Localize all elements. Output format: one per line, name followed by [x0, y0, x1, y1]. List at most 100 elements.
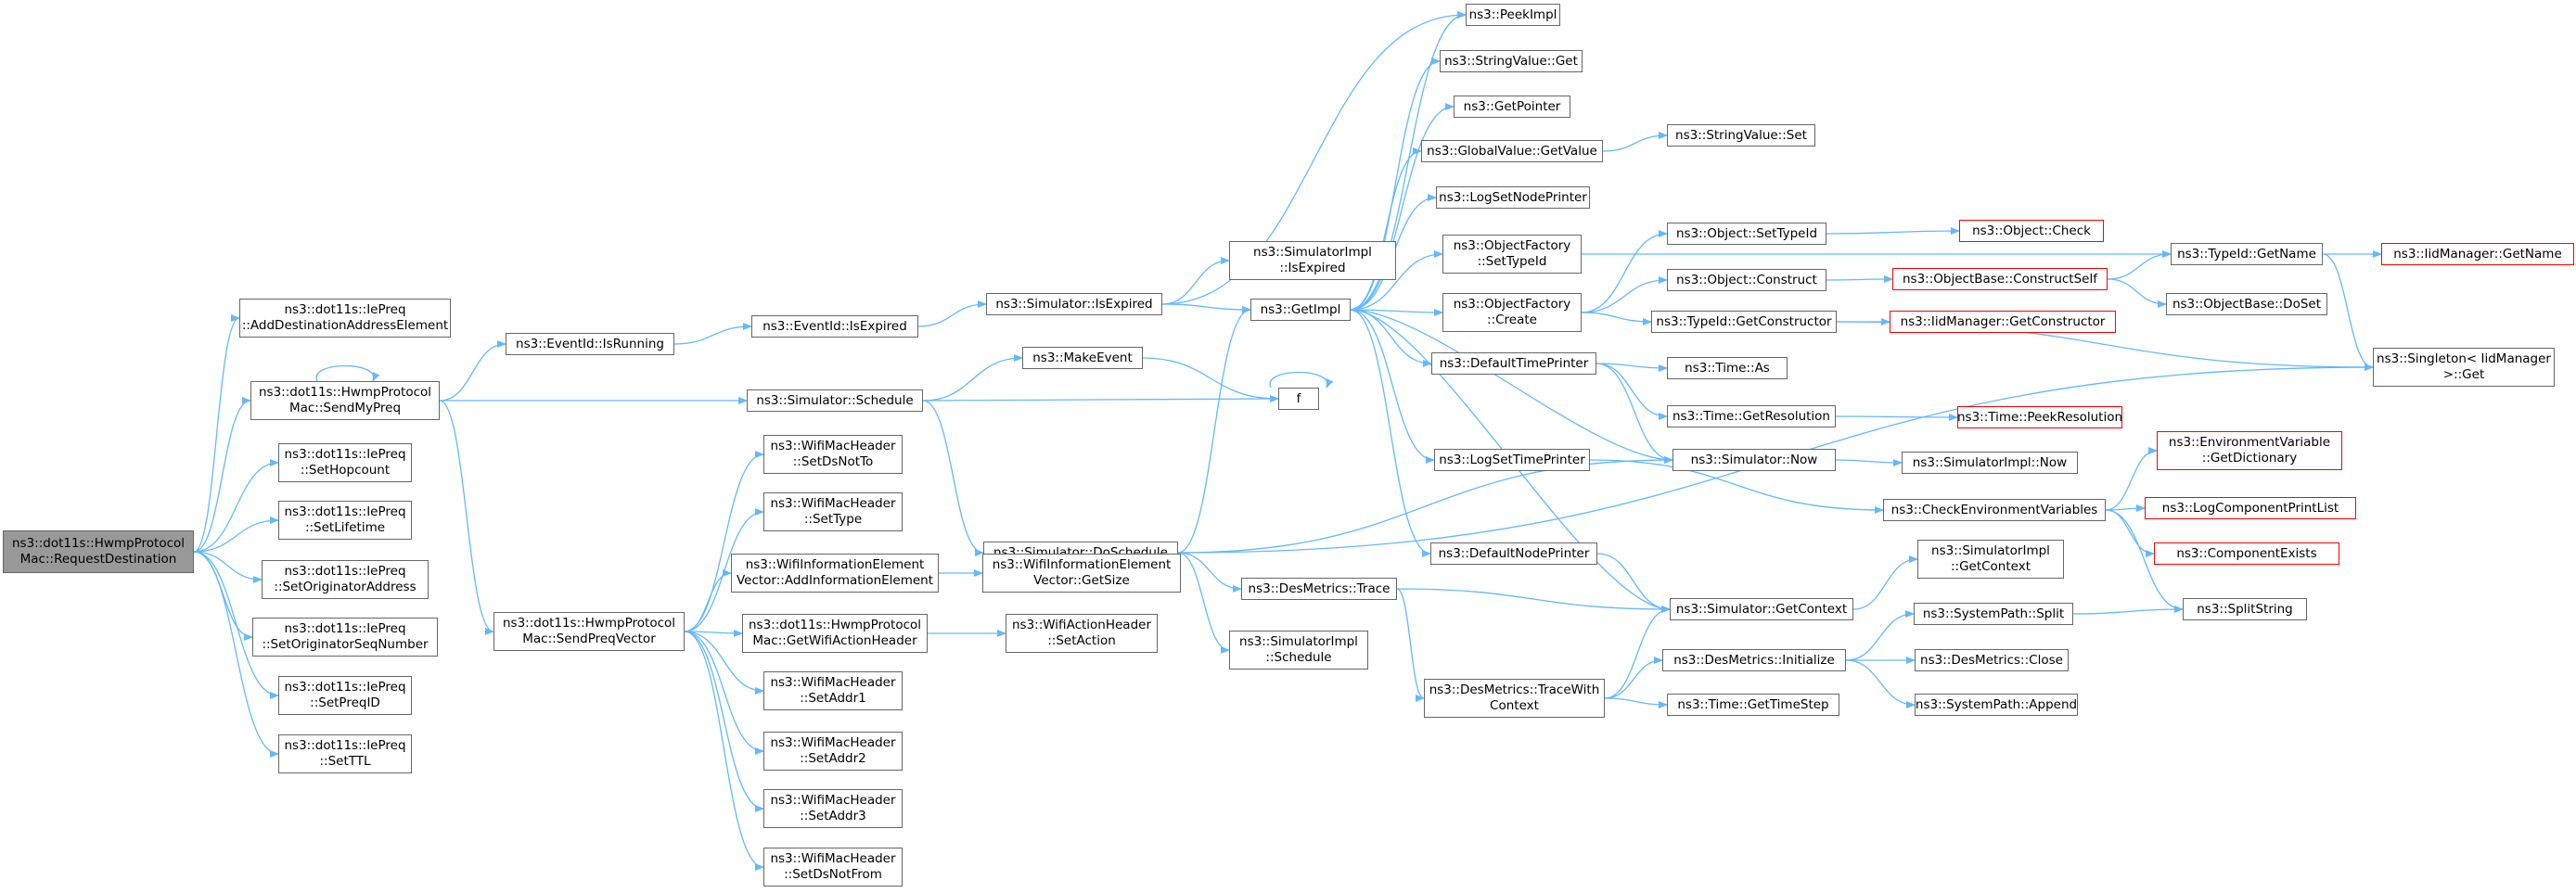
node-splitstring[interactable]: ns3::SplitString — [2183, 598, 2307, 620]
edge-destracewithcontext-to-desinit — [1604, 657, 1663, 699]
node-syspathsplit[interactable]: ns3::SystemPath::Split — [1914, 603, 2073, 625]
node-syspathappend[interactable]: ns3::SystemPath::Append — [1915, 694, 2078, 716]
node-label-line: ::SetHopcount — [300, 463, 391, 478]
node-label-line: ns3::CheckEnvironmentVariables — [1890, 502, 2098, 517]
node-setaddr3[interactable]: ns3::WifiMacHeader::SetAddr3 — [763, 789, 903, 828]
node-objconstruct[interactable]: ns3::Object::Construct — [1667, 269, 1826, 291]
node-timepeekresolution[interactable]: ns3::Time::PeekResolution — [1957, 406, 2122, 428]
edge-sendpreqvector-to-setaddr1 — [684, 631, 764, 695]
edge-getimpl-to-getpointer — [1350, 103, 1455, 311]
node-objfactsettypeid[interactable]: ns3::ObjectFactory::SetTypeId — [1442, 235, 1582, 274]
node-getpointer[interactable]: ns3::GetPointer — [1454, 96, 1570, 118]
node-desclose[interactable]: ns3::DesMetrics::Close — [1915, 649, 2069, 671]
node-label-line: Mac::RequestDestination — [19, 552, 177, 567]
node-timeas[interactable]: ns3::Time::As — [1667, 357, 1788, 379]
node-setorigseq[interactable]: ns3::dot11s::IePreq::SetOriginatorSeqNum… — [252, 618, 438, 657]
node-label-line: ns3::EnvironmentVariable — [2168, 435, 2331, 450]
node-setaddr2[interactable]: ns3::WifiMacHeader::SetAddr2 — [763, 732, 903, 771]
node-defaulttimeprinter[interactable]: ns3::DefaultTimePrinter — [1431, 352, 1596, 375]
node-singletonget[interactable]: ns3::Singleton< IidManager >::Get — [2373, 348, 2555, 387]
edge-f-to-f — [1269, 371, 1334, 389]
edge-makeevent-to-f — [1142, 357, 1279, 402]
node-label-line: ns3::WifiMacHeader — [770, 735, 896, 750]
node-label-line: ns3::TypeId::GetConstructor — [1656, 313, 1832, 329]
node-setdsnotfrom[interactable]: ns3::WifiMacHeader::SetDsNotFrom — [763, 848, 903, 887]
node-label-line: ns3::Simulator::Now — [1690, 452, 1818, 467]
node-label-line: ns3::GetImpl — [1260, 301, 1341, 317]
node-adddest[interactable]: ns3::dot11s::IePreq::AddDestinationAddre… — [239, 299, 451, 338]
node-makeevent[interactable]: ns3::MakeEvent — [1022, 347, 1143, 369]
node-compexists[interactable]: ns3::ComponentExists — [2154, 542, 2339, 565]
node-setorigaddr[interactable]: ns3::dot11s::IePreq::SetOriginatorAddres… — [262, 560, 429, 599]
node-label-line: Mac::SendPreqVector — [522, 631, 656, 646]
node-f[interactable]: f — [1278, 388, 1319, 410]
node-setlife[interactable]: ns3::dot11s::IePreq::SetLifetime — [278, 501, 412, 540]
node-logsettimeprinter[interactable]: ns3::LogSetTimePrinter — [1434, 449, 1590, 471]
node-setaddr1[interactable]: ns3::WifiMacHeader::SetAddr1 — [763, 671, 903, 710]
node-label-line: ns3::SystemPath::Append — [1915, 696, 2078, 712]
node-label-line: Context — [1490, 698, 1539, 713]
node-label-line: ::SetAction — [1047, 633, 1116, 648]
node-setpreqid[interactable]: ns3::dot11s::IePreq::SetPreqID — [278, 676, 412, 715]
node-destrace[interactable]: ns3::DesMetrics::Trace — [1241, 578, 1397, 600]
node-eventisrunning[interactable]: ns3::EventId::IsRunning — [506, 333, 674, 355]
node-label-line: ::Create — [1487, 313, 1537, 327]
node-objbasedoset[interactable]: ns3::ObjectBase::DoSet — [2166, 293, 2327, 315]
node-simgetcontext[interactable]: ns3::Simulator::GetContext — [1670, 598, 1853, 620]
node-objbaseconstructself[interactable]: ns3::ObjectBase::ConstructSelf — [1892, 268, 2108, 290]
node-label-line: ns3::Time::GetResolution — [1672, 408, 1830, 424]
node-defaultnodeprinter[interactable]: ns3::DefaultNodePrinter — [1430, 542, 1597, 565]
node-setdsnotto[interactable]: ns3::WifiMacHeader::SetDsNotTo — [763, 435, 903, 474]
edge-root-to-sendmypreq — [193, 397, 251, 553]
node-stringvalueset[interactable]: ns3::StringValue::Set — [1667, 124, 1815, 147]
node-label-line: ns3::EventId::IsRunning — [516, 336, 664, 351]
node-envgetdict[interactable]: ns3::EnvironmentVariable::GetDictionary — [2157, 431, 2342, 470]
node-simnow[interactable]: ns3::Simulator::Now — [1672, 449, 1836, 471]
node-iidgetconstructor[interactable]: ns3::IidManager::GetConstructor — [1890, 311, 2116, 333]
node-label-line: ns3::Simulator::Schedule — [756, 392, 914, 408]
node-label-line: ns3::LogComponentPrintList — [2161, 500, 2339, 516]
node-setaction[interactable]: ns3::WifiActionHeader::SetAction — [1006, 614, 1158, 653]
node-eventisexpired[interactable]: ns3::EventId::IsExpired — [751, 315, 918, 338]
node-simimplisexpired[interactable]: ns3::SimulatorImpl::IsExpired — [1229, 241, 1396, 280]
node-label-line: ns3::DesMetrics::Trace — [1248, 580, 1391, 596]
node-sethop[interactable]: ns3::dot11s::IePreq::SetHopcount — [278, 443, 412, 482]
node-desinit[interactable]: ns3::DesMetrics::Initialize — [1662, 649, 1846, 671]
edge-simschedule-to-makeevent — [922, 354, 1023, 402]
node-settype[interactable]: ns3::WifiMacHeader::SetType — [763, 492, 903, 531]
node-logcompprintlist[interactable]: ns3::LogComponentPrintList — [2145, 497, 2356, 519]
node-setttl[interactable]: ns3::dot11s::IePreq::SetTTL — [278, 734, 412, 773]
node-typeidgetconstructor[interactable]: ns3::TypeId::GetConstructor — [1651, 311, 1837, 333]
node-iidgetname[interactable]: ns3::IidManager::GetName — [2381, 243, 2574, 265]
node-stringvalueget[interactable]: ns3::StringValue::Get — [1440, 50, 1583, 72]
node-simschedule[interactable]: ns3::Simulator::Schedule — [747, 389, 923, 412]
node-label-line: ns3::WifiMacHeader — [770, 851, 896, 866]
node-typeidgetname[interactable]: ns3::TypeId::GetName — [2171, 243, 2323, 265]
node-label-line: ns3::SimulatorImpl — [1253, 245, 1372, 260]
node-label-line: ::GetDictionary — [2201, 451, 2298, 466]
edge-root-to-setorigseq — [193, 551, 253, 641]
node-getimpl[interactable]: ns3::GetImpl — [1250, 299, 1351, 321]
node-label-line: ns3::dot11s::IePreq — [284, 447, 406, 462]
node-peekimpl[interactable]: ns3::PeekImpl — [1466, 4, 1560, 26]
node-simimplnow[interactable]: ns3::SimulatorImpl::Now — [1902, 452, 2078, 474]
node-globalvalueget[interactable]: ns3::GlobalValue::GetValue — [1421, 140, 1603, 162]
node-objfactcreate[interactable]: ns3::ObjectFactory::Create — [1442, 293, 1582, 332]
node-logsetnodeprinter[interactable]: ns3::LogSetNodePrinter — [1436, 186, 1590, 209]
node-simisexpired[interactable]: ns3::Simulator::IsExpired — [986, 293, 1162, 315]
node-timegetresolution[interactable]: ns3::Time::GetResolution — [1667, 405, 1836, 427]
node-simimplgetcontext[interactable]: ns3::SimulatorImpl::GetContext — [1917, 540, 2064, 579]
node-simimplschedule[interactable]: ns3::SimulatorImpl::Schedule — [1229, 631, 1368, 670]
edges-layer — [193, 11, 2382, 871]
node-checkenv[interactable]: ns3::CheckEnvironmentVariables — [1883, 499, 2106, 521]
node-timegettimestep[interactable]: ns3::Time::GetTimeStep — [1667, 694, 1839, 716]
edge-root-to-setttl — [193, 551, 279, 758]
node-objcheck[interactable]: ns3::Object::Check — [1959, 220, 2104, 242]
node-objsettypeid[interactable]: ns3::Object::SetTypeId — [1667, 223, 1826, 245]
